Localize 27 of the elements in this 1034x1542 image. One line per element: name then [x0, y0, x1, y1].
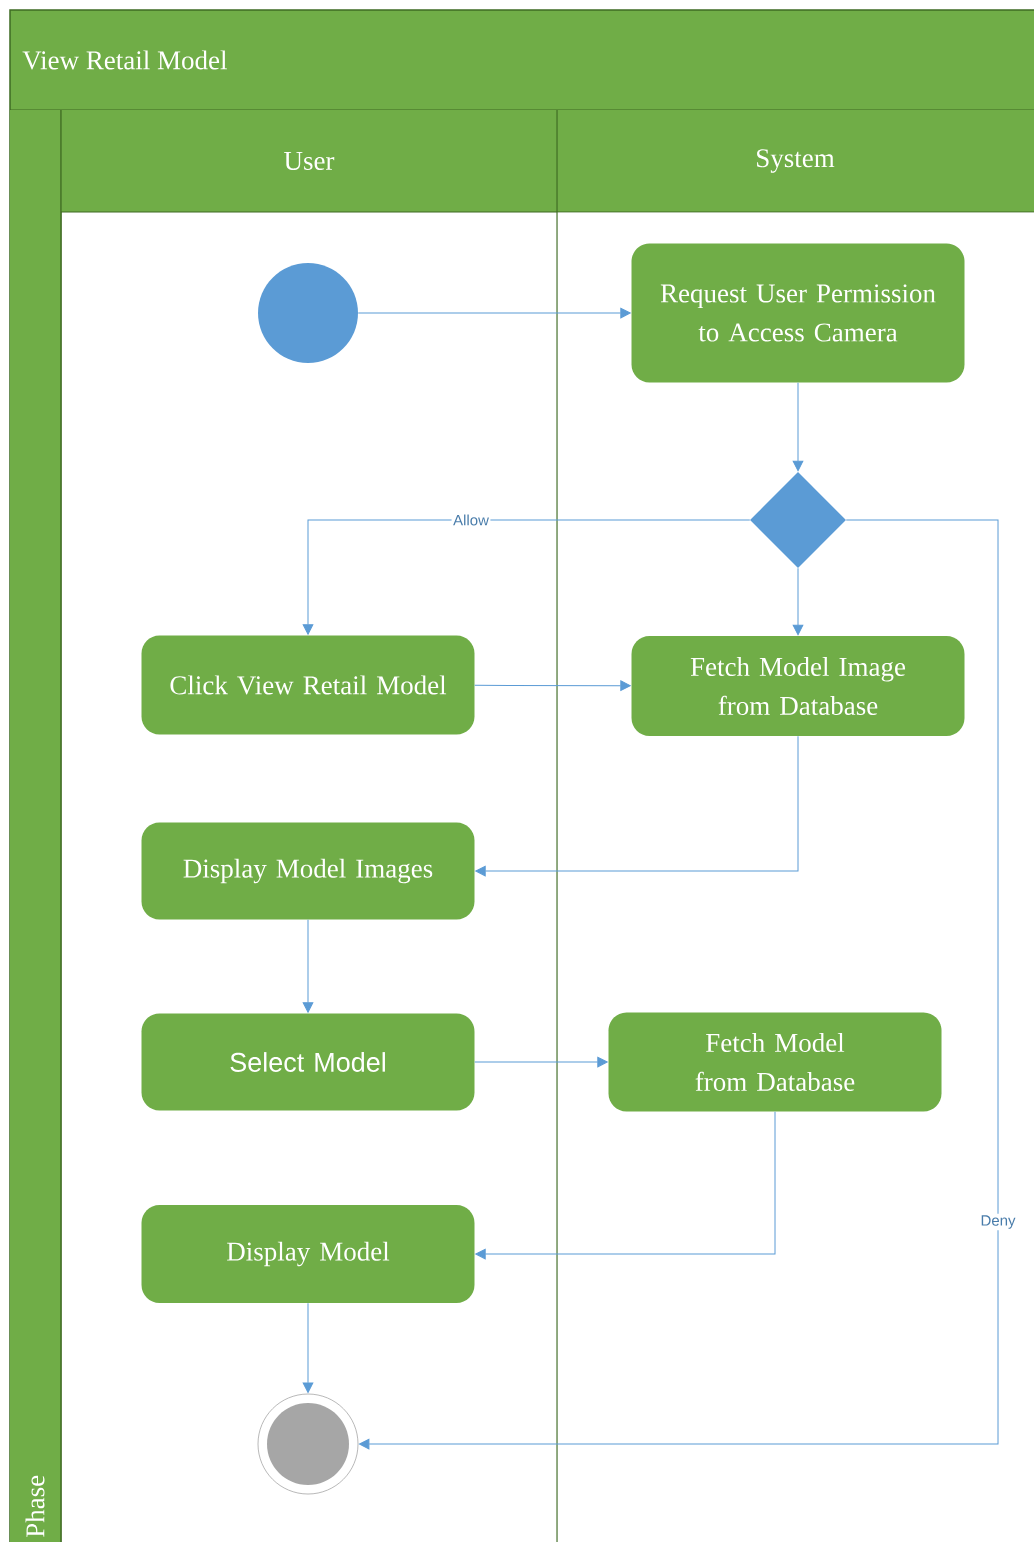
action-box: Select Model — [141, 1013, 475, 1111]
arrow — [357, 307, 631, 319]
action-box: Click View Retail Model — [141, 635, 475, 735]
arrow — [302, 519, 751, 635]
node-label: User — [284, 152, 335, 170]
start-node — [258, 263, 358, 363]
action-box: Display Model — [141, 1205, 475, 1303]
arrow — [302, 1302, 314, 1393]
node-label: System — [757, 149, 835, 173]
edge-label: Deny — [981, 1215, 1016, 1229]
arrow — [792, 382, 804, 472]
arrow — [302, 919, 314, 1013]
phase-band: Phase — [10, 109, 62, 1542]
arrow — [475, 735, 799, 877]
arrow — [474, 680, 631, 691]
arrow — [474, 1056, 608, 1068]
node-label: Phase — [25, 1475, 45, 1538]
arrow — [359, 519, 999, 1450]
decision-diamond — [750, 472, 846, 568]
end-node — [257, 1393, 359, 1495]
action-box: Display Model Images — [141, 822, 475, 920]
edge-label: Allow — [453, 514, 489, 526]
action-box: Fetch Model Image from Database — [631, 636, 965, 736]
action-box: Request User Permission to Access Camera — [631, 243, 965, 383]
arrow — [475, 1111, 776, 1260]
action-box: Fetch Model from Database — [608, 1012, 942, 1112]
arrow — [792, 567, 804, 636]
